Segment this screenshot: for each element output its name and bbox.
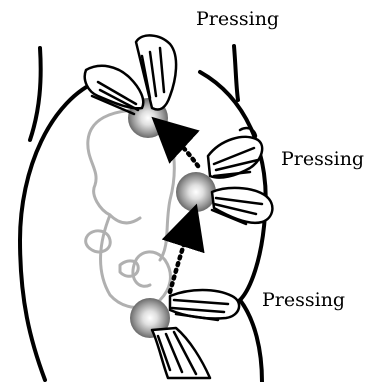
thigh-right-contour (240, 300, 262, 382)
hand-top (85, 35, 176, 114)
hand-icon (85, 35, 273, 378)
hand-bottom (152, 290, 239, 378)
fetus-limb (110, 215, 140, 223)
pressing-label-bottom: Pressing (262, 291, 345, 310)
right-arm-line (234, 46, 238, 100)
abdomen-left-contour (20, 80, 100, 380)
fetus-hand (86, 231, 111, 252)
fetus-outline (86, 110, 175, 308)
fetus-back (160, 115, 174, 260)
pressure-spot-middle (176, 172, 216, 212)
pressing-label-top: Pressing (196, 10, 279, 29)
arrow-bottom-to-middle (170, 225, 190, 292)
pressing-label-middle: Pressing (281, 150, 364, 169)
fetus-foot (120, 261, 138, 276)
left-arm-line (30, 48, 41, 140)
fetus-body (88, 110, 171, 308)
